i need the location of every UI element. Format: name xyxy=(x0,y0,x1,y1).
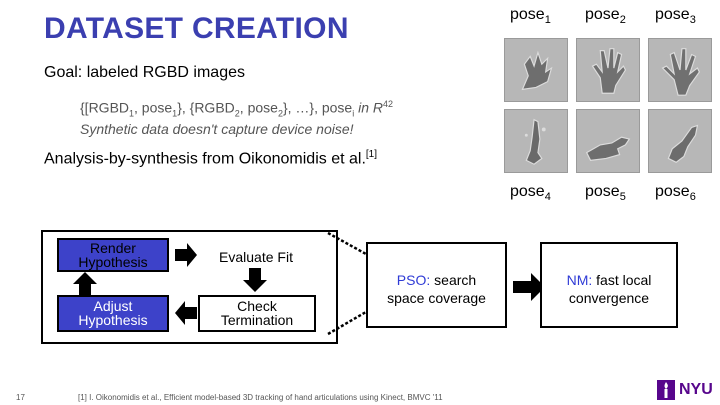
pose-label-3: pose3 xyxy=(655,6,696,27)
depth-image-pose-6 xyxy=(648,109,712,173)
arrow-down-icon xyxy=(243,268,267,292)
dataset-tuple-text: {[RGBD1, pose1}, {RGBD2, pose2}, …}, pos… xyxy=(80,99,394,119)
nyu-logo-text: NYU xyxy=(679,381,713,398)
slide-title: DATASET CREATION xyxy=(44,12,349,45)
check-termination-box xyxy=(198,295,316,332)
pose-label-1: pose1 xyxy=(510,6,551,27)
depth-image-pose-5 xyxy=(576,109,640,173)
depth-image-pose-2 xyxy=(576,38,640,102)
nm-description: NM: fast local convergence xyxy=(566,272,652,306)
nm-box xyxy=(540,242,678,328)
synthetic-note: Synthetic data doesn't capture device no… xyxy=(80,121,354,137)
pose-label-4: pose4 xyxy=(510,183,551,204)
arrow-right-icon xyxy=(513,273,545,301)
pso-description: PSO: search space coverage xyxy=(387,272,486,306)
slide-number: 17 xyxy=(16,393,25,402)
arrow-left-icon xyxy=(175,301,197,325)
arrow-right-icon xyxy=(175,243,197,267)
pose-label-6: pose6 xyxy=(655,183,696,204)
pose-label-2: pose2 xyxy=(585,6,626,27)
analysis-by-synthesis-text: Analysis-by-synthesis from Oikonomidis e… xyxy=(44,149,378,168)
goal-text: Goal: labeled RGBD images xyxy=(44,64,245,81)
depth-image-pose-4 xyxy=(504,109,568,173)
optimization-loop-box xyxy=(41,230,338,344)
adjust-hypothesis-box xyxy=(57,295,169,332)
footer-reference: [1] I. Oikonomidis et al., Efficient mod… xyxy=(78,393,443,402)
pso-box xyxy=(366,242,507,328)
evaluate-fit-label: Evaluate Fit xyxy=(219,249,293,265)
torch-icon xyxy=(657,380,675,400)
arrow-up-icon xyxy=(73,272,97,296)
depth-image-pose-1 xyxy=(504,38,568,102)
render-hypothesis-box xyxy=(57,238,169,272)
zoom-connector-lines xyxy=(327,231,367,336)
pose-label-5: pose5 xyxy=(585,183,626,204)
depth-image-pose-3 xyxy=(648,38,712,102)
